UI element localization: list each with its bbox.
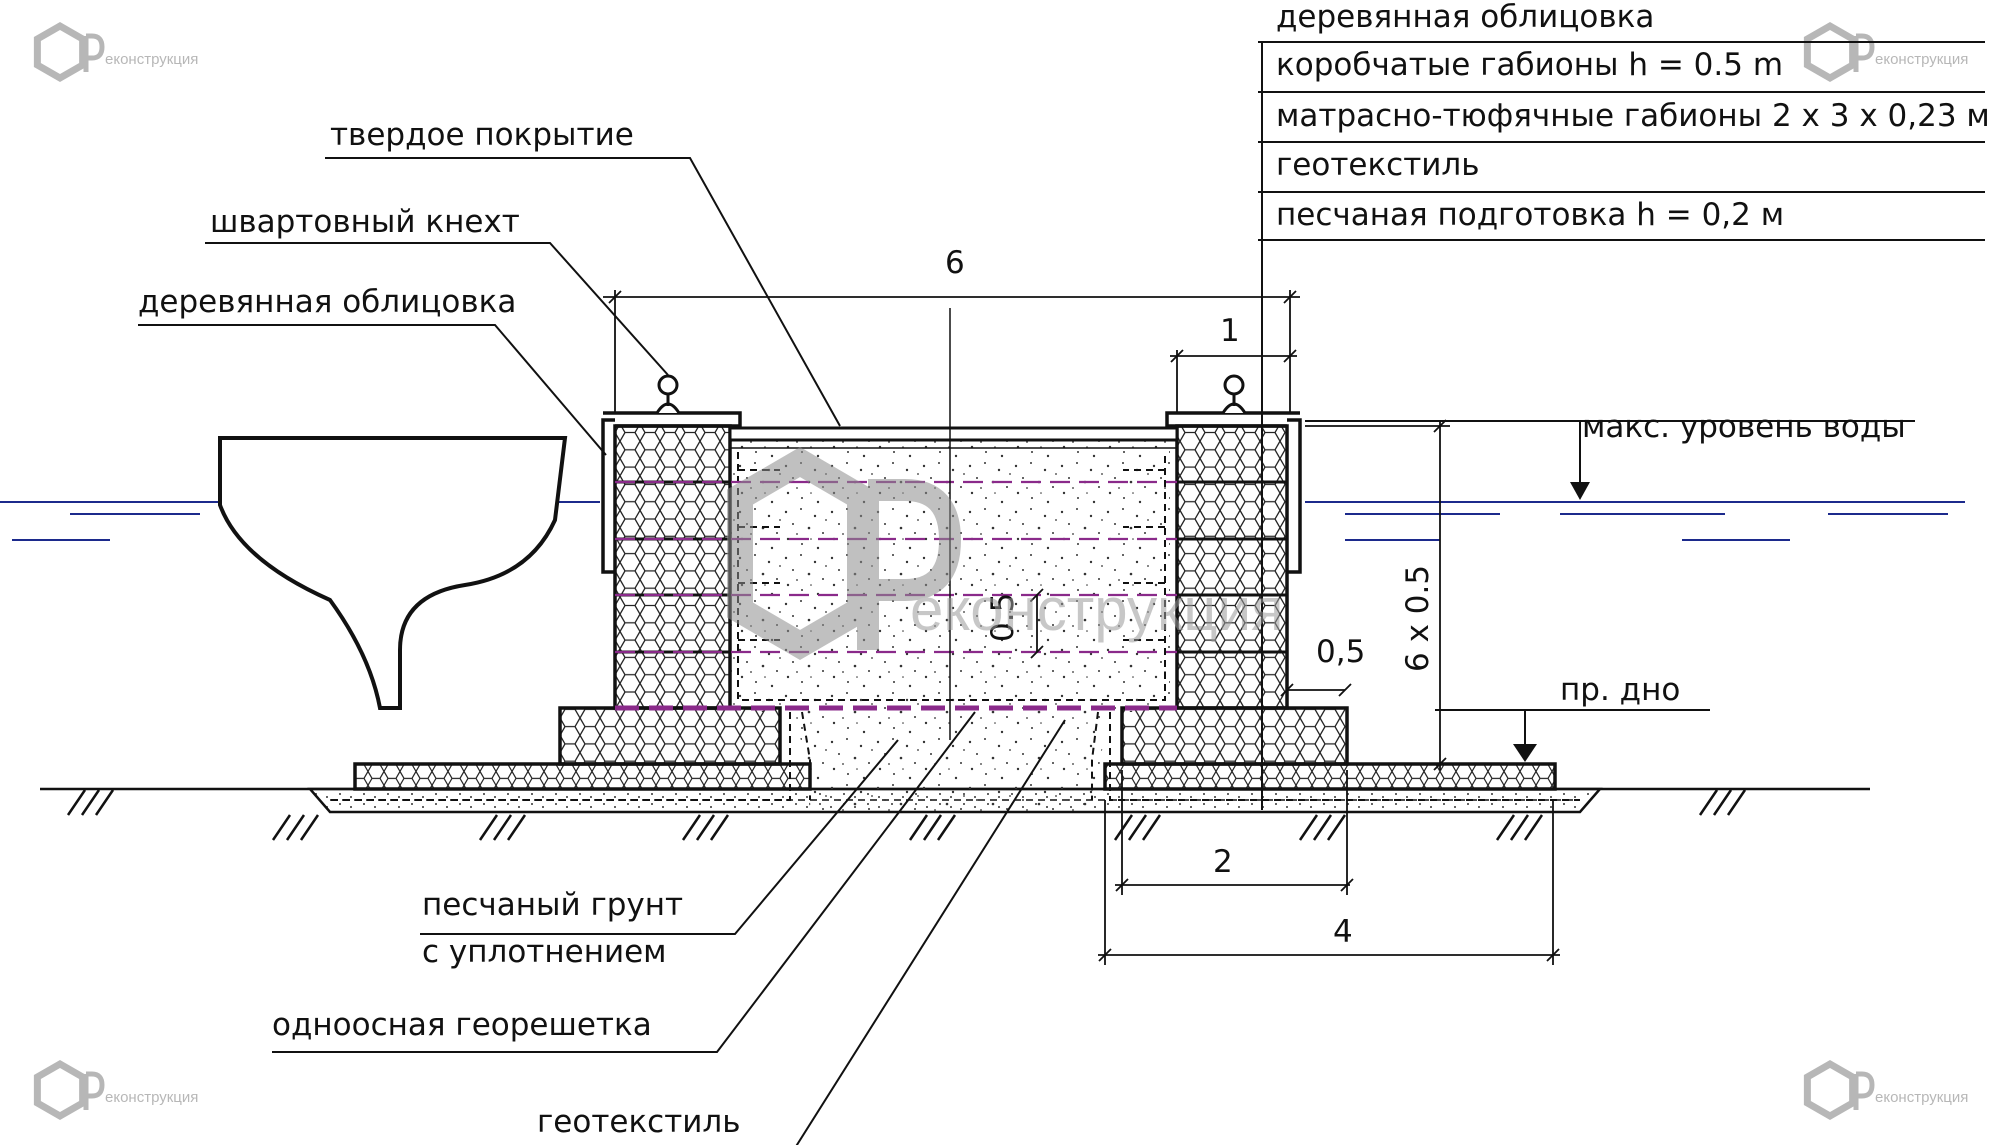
mattress-gabion-left [353, 762, 812, 791]
watermark-large-text: еконструкция [910, 576, 1284, 643]
lower-gabion-right [1120, 706, 1349, 766]
wooden-facing-left [601, 418, 615, 574]
mooring-bollard-right-icon [1221, 374, 1247, 414]
dimension-step-offset: 0,5 [1316, 634, 1365, 670]
dimension-top-gabion-width: 1 [1220, 313, 1240, 349]
geogrid-label: одноосная георешетка [272, 1007, 652, 1043]
watermark-logo-text: еконструкция [105, 1089, 198, 1106]
gabion-column-right [1175, 424, 1289, 710]
gabion-column-left [613, 424, 732, 710]
geotextile-label: геотекстиль [537, 1104, 741, 1140]
dimension-height-stack: 6 х 0.5 [1400, 565, 1436, 672]
layer-table-row-0: деревянная облицовка [1276, 0, 1654, 35]
dimension-mattress-width: 4 [1333, 914, 1353, 950]
hard-cover-slab [728, 426, 1179, 442]
watermark-logo-text: еконструкция [105, 51, 198, 68]
design-bottom-marker [1435, 709, 1710, 762]
mooring-bollard-label: швартовный кнехт [210, 204, 520, 240]
dimension-total-width: 6 [945, 245, 965, 281]
watermark-group: еконструкция еконструкция еконструкция екон… [33, 21, 1968, 1121]
design-bottom-label: пр. дно [1560, 672, 1680, 708]
max-water-level-marker [1305, 420, 1915, 500]
watermark-logo-icon: еконструкция [33, 21, 198, 83]
layer-table-row-3: геотекстиль [1276, 147, 1480, 183]
ground-hatching [66, 789, 1747, 841]
mooring-bollard-left-icon [655, 374, 681, 414]
vessel-hull-icon [218, 436, 568, 710]
watermark-logo-text: еконструкция [1875, 1089, 1968, 1106]
lower-gabion-left [558, 706, 782, 766]
watermark-logo-icon: еконструкция [33, 1059, 198, 1121]
watermark-large: еконструкция [727, 446, 1284, 661]
mattress-gabion-right [1103, 762, 1557, 791]
watermark-logo-text: еконструкция [1875, 51, 1968, 68]
cap-right [1165, 411, 1300, 428]
left-leader-lines [138, 157, 1066, 1145]
watermark-logo-icon: еконструкция [1803, 1059, 1968, 1121]
hard-cover-label: твердое покрытие [330, 117, 634, 153]
max-water-level-label: макс. уровень воды [1582, 409, 1906, 445]
dimension-inner-layer: 0.5 [985, 593, 1021, 642]
watermark-logo-icon: еконструкция [1803, 21, 1968, 83]
cap-left [603, 411, 742, 428]
wooden-facing-right [1287, 418, 1302, 574]
sand-soil-label-line1: песчаный грунт [422, 887, 683, 923]
layer-table-row-1: коробчатые габионы h = 0.5 m [1276, 47, 1783, 83]
layer-table-row-4: песчаная подготовка h = 0,2 м [1276, 197, 1784, 233]
dimension-lower-step-width: 2 [1213, 844, 1233, 880]
layer-table [1258, 41, 1985, 810]
dimension-lines [603, 290, 1560, 965]
layer-table-row-2: матрасно-тюфячные габионы 2 х 3 х 0,23 м [1276, 98, 1990, 134]
wood-facing-label: деревянная облицовка [138, 284, 516, 320]
sand-soil-label-line2: с уплотнением [422, 934, 667, 970]
